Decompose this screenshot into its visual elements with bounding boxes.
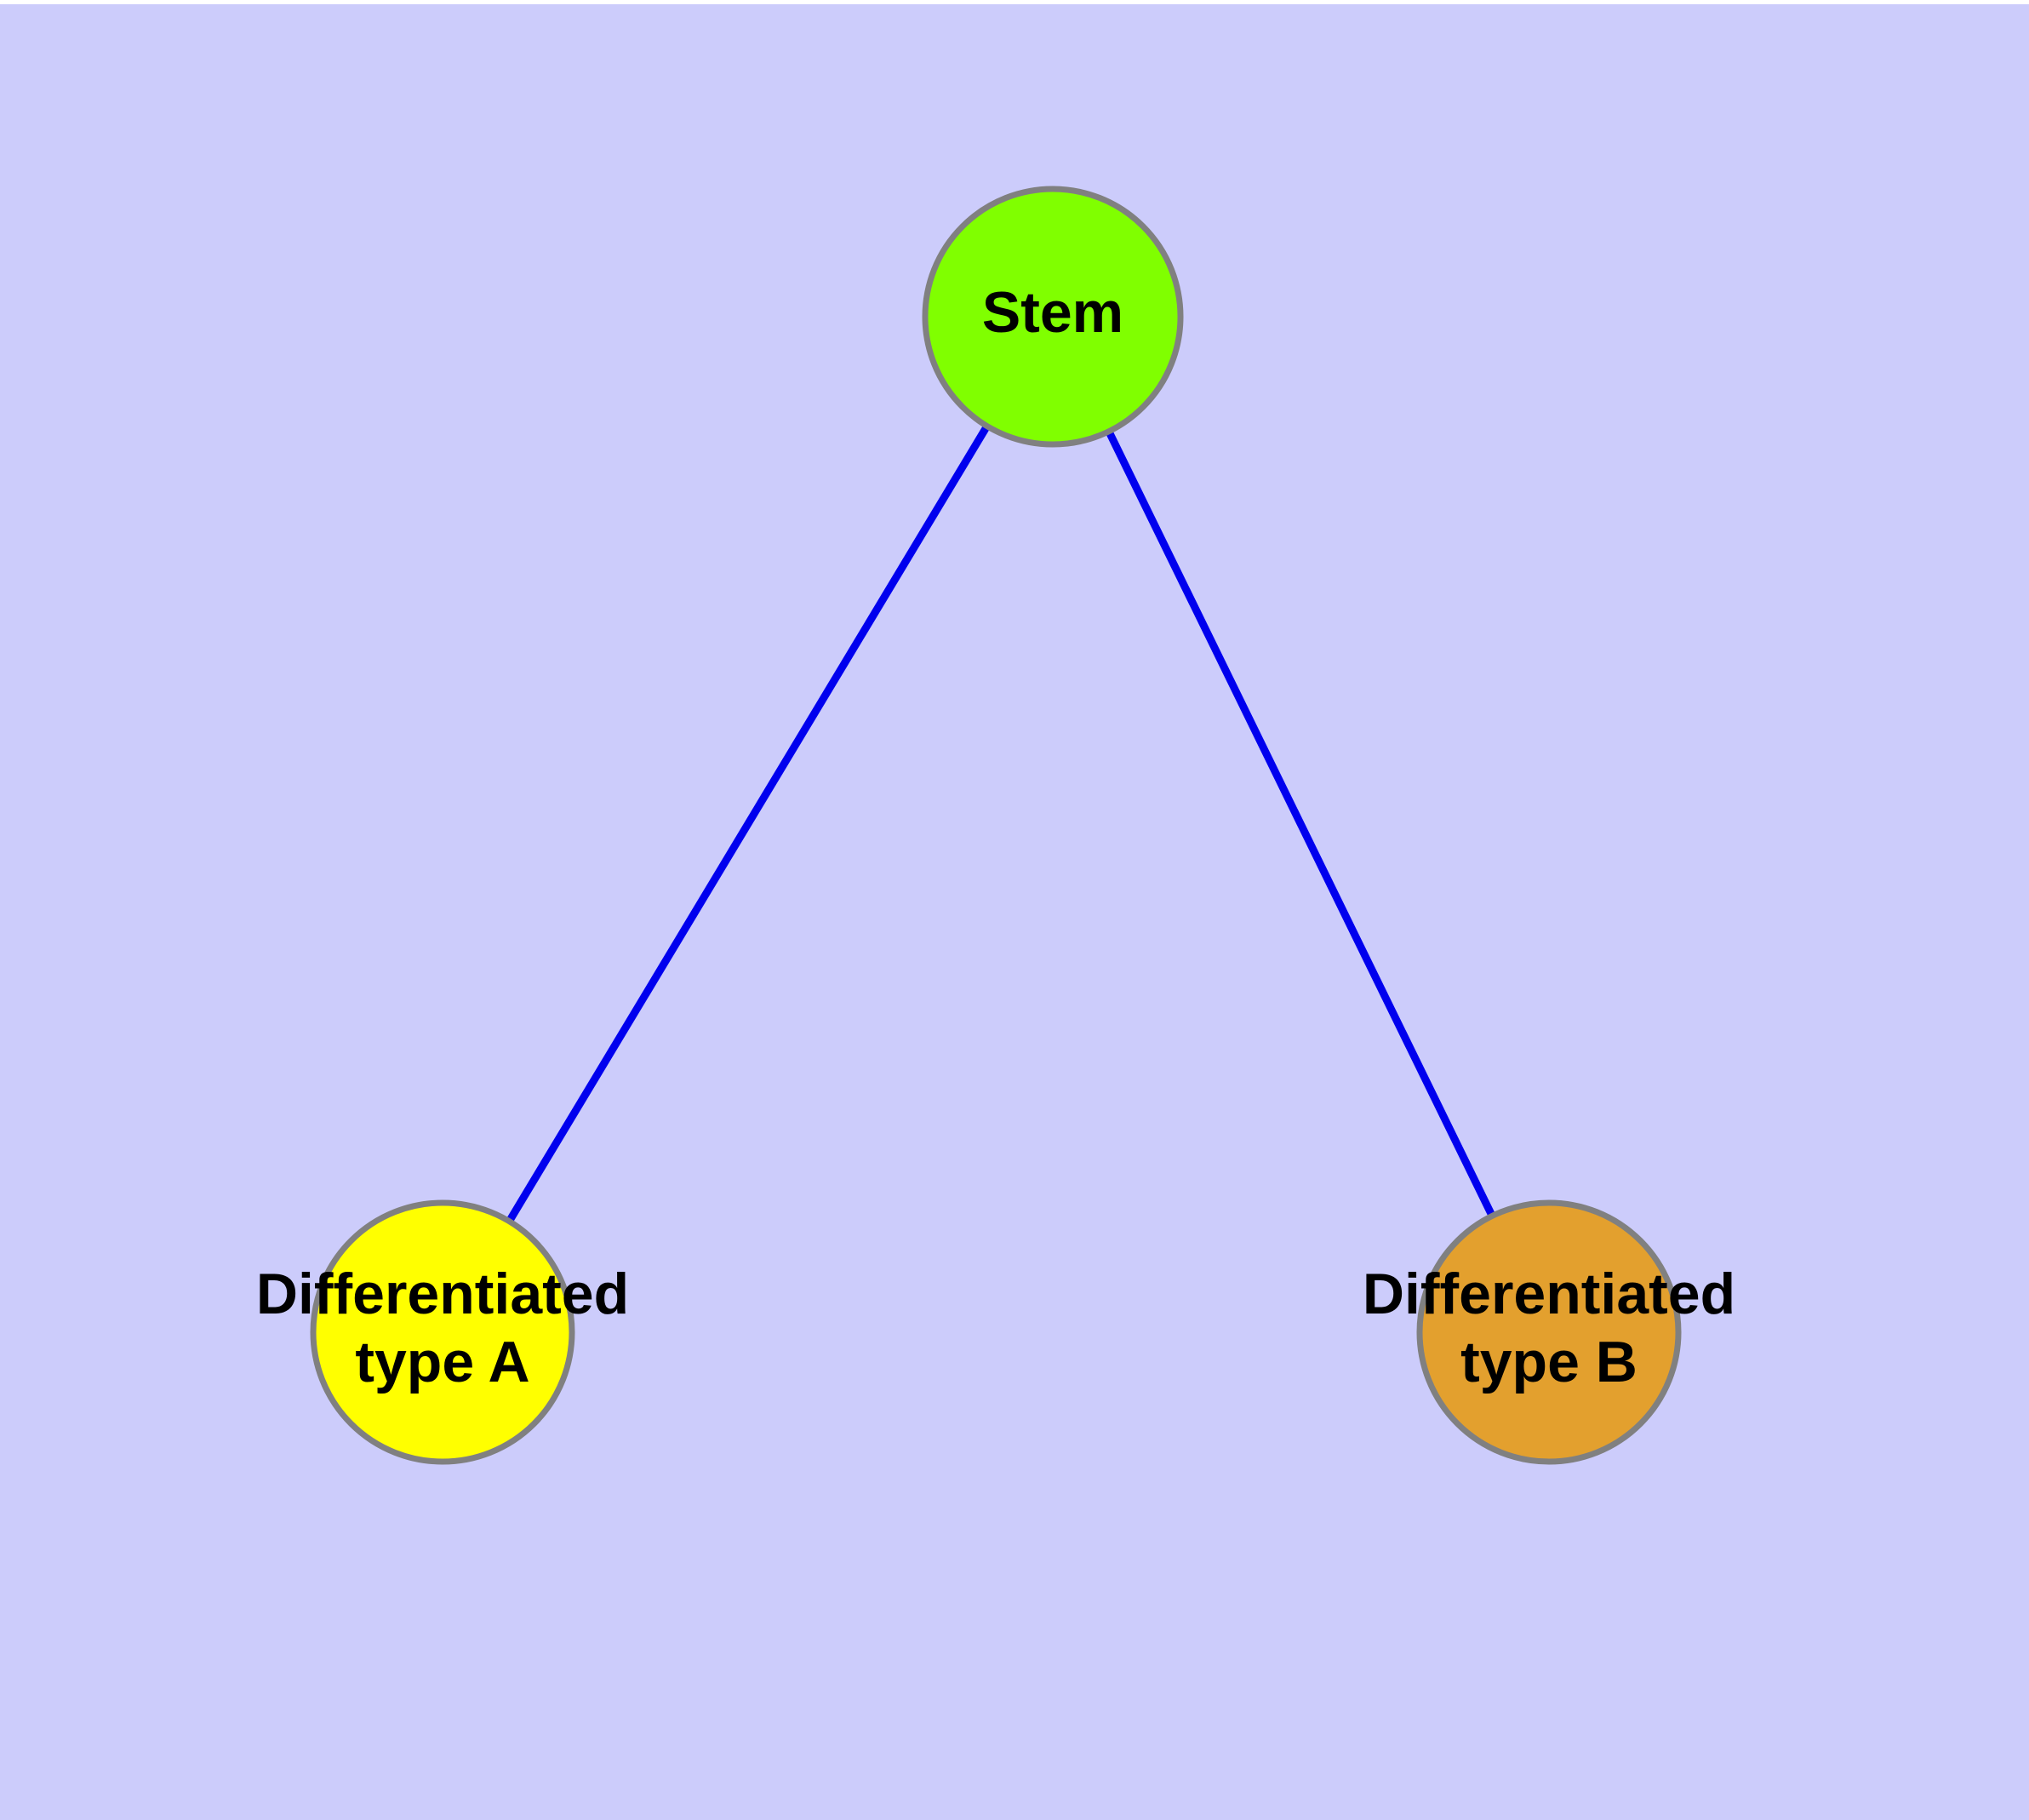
node-label-line: Differentiated	[256, 1262, 629, 1326]
node-label-line: Differentiated	[1363, 1262, 1735, 1326]
node-circle-stem[interactable]	[922, 186, 1184, 448]
node-circle-diff_a[interactable]	[310, 1199, 575, 1465]
edge-layer	[505, 422, 1497, 1225]
node-label-stem: Stem	[982, 280, 1123, 345]
node-label-line: type A	[355, 1330, 529, 1394]
node-label-line: Stem	[982, 280, 1123, 345]
edge-stem-diff-a[interactable]	[505, 422, 992, 1225]
node-label-line: type B	[1460, 1330, 1637, 1394]
node-circle-diff_b[interactable]	[1416, 1199, 1682, 1465]
graph-node-stem[interactable]: Stem	[922, 186, 1184, 448]
edge-stem-diff-b[interactable]	[1104, 427, 1497, 1220]
